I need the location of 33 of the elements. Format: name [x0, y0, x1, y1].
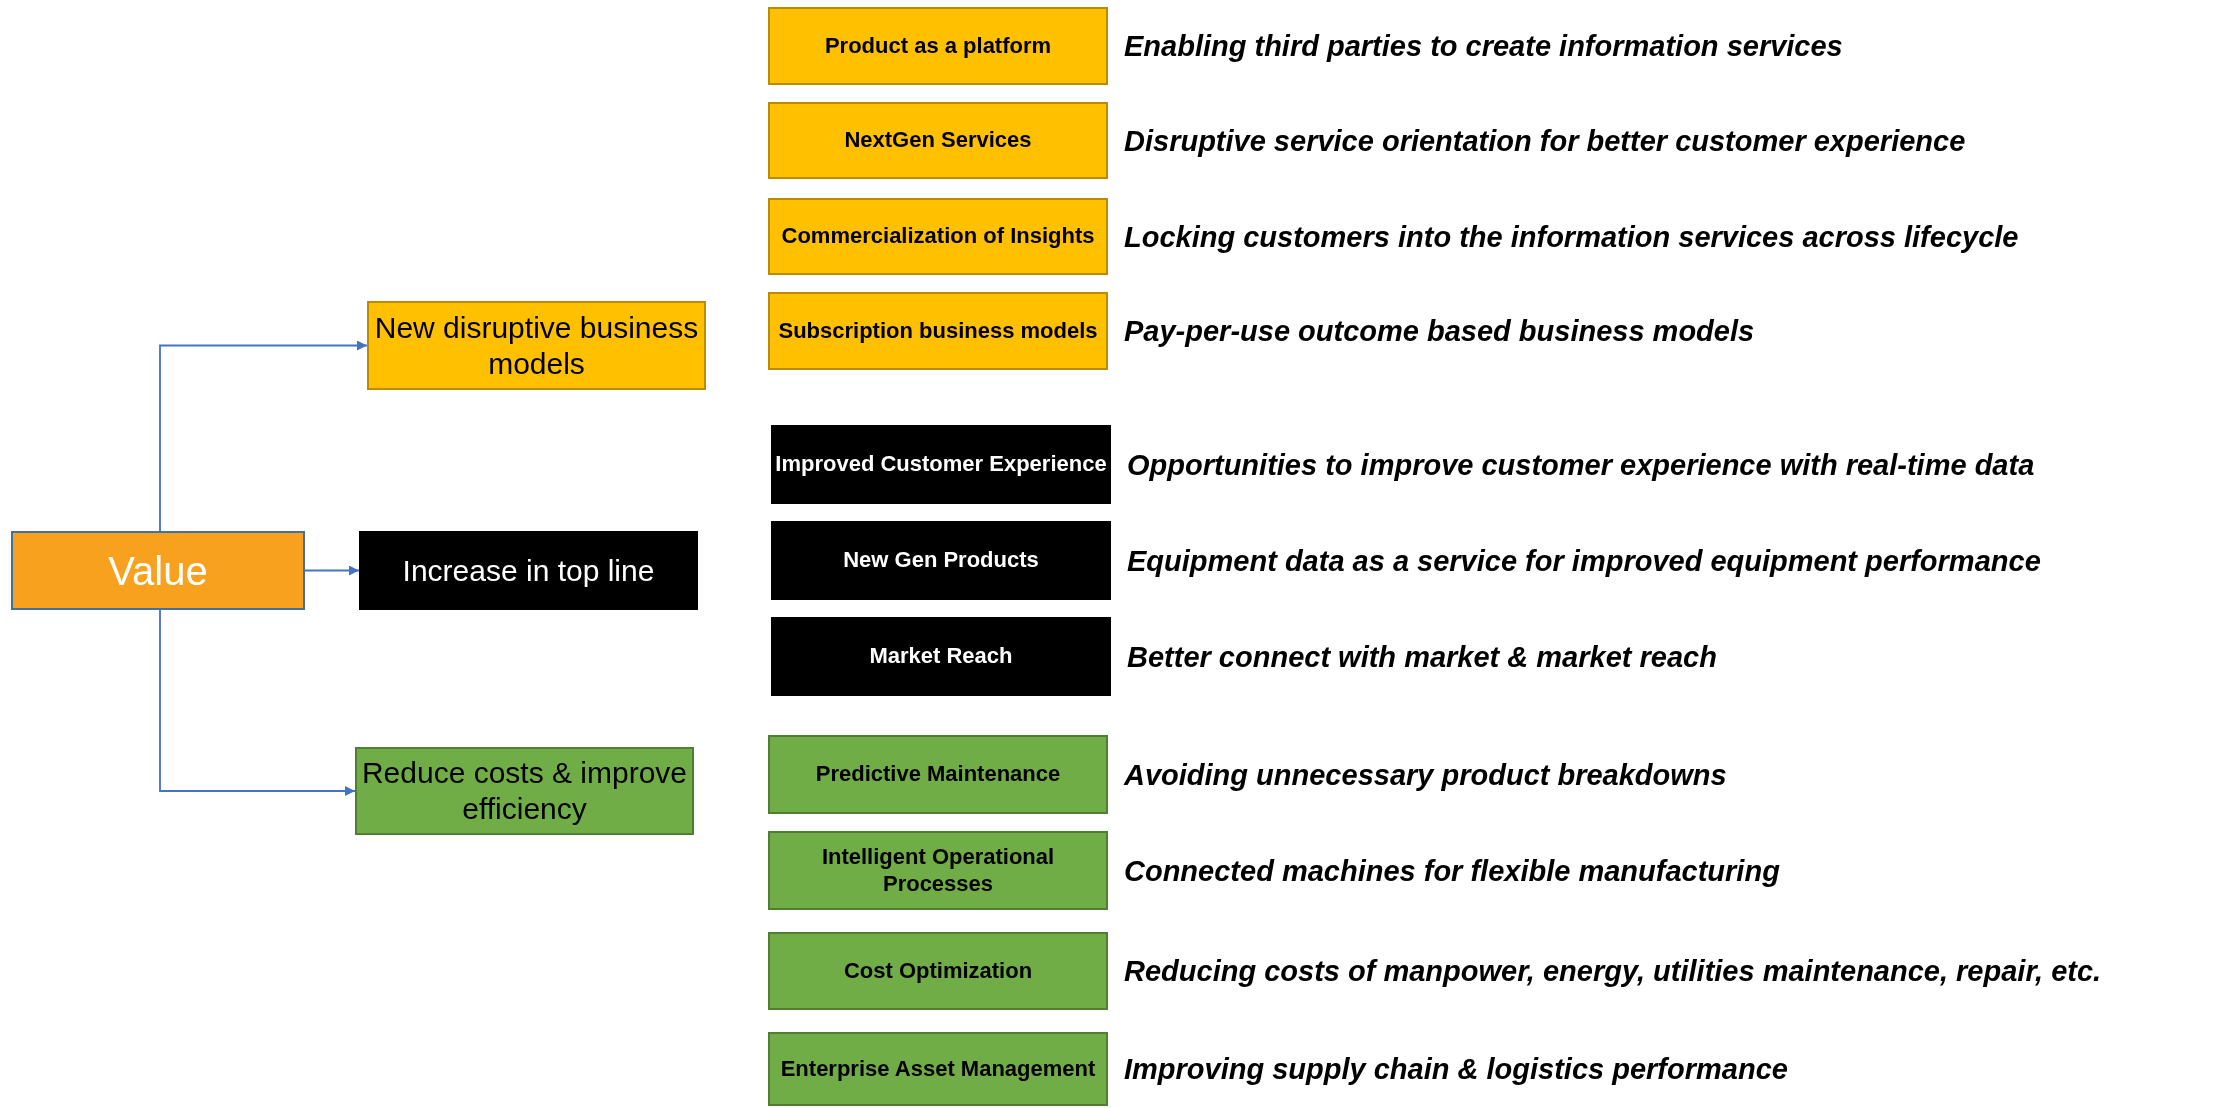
box-label: New Gen Products [843, 547, 1039, 574]
description-text: Equipment data as a service for improved equipment performance [1127, 544, 2041, 577]
description-text: Pay-per-use outcome based business models [1124, 314, 1755, 348]
root-box [11, 531, 305, 610]
description-text: Opportunities to improve customer experience with real-time data [1127, 448, 2035, 481]
box-label: Increase in top line [402, 552, 655, 589]
box-label: Product as a platform [824, 32, 1052, 60]
box-label: Intelligent Operational Processes [820, 844, 1056, 897]
box-label: Subscription business models [778, 317, 1098, 345]
box-label: Value [108, 547, 208, 595]
description-text: Improving supply chain & logistics performance [1124, 1052, 1788, 1086]
description-text: Locking customers into the information services across lifecycle [1124, 220, 2019, 253]
description-text: Avoiding unnecessary product breakdowns [1124, 758, 1727, 791]
description-text: Disruptive service orientation for better customer experience [1124, 124, 1966, 157]
description-text: Better connect with market & market reach [1127, 640, 1717, 673]
description-text: Enabling third parties to create information services [1124, 29, 1843, 63]
box-label: Improved Customer Experience [775, 451, 1107, 478]
arrow [304, 565, 360, 576]
box-label: Enterprise Asset Management [780, 1055, 1096, 1083]
box-label: NextGen Services [844, 127, 1032, 154]
arrow [159, 609, 356, 796]
description-text: Reducing costs of manpower, energy, utilities maintenance, repair, etc. [1124, 954, 2102, 988]
box-label: Cost Optimization [843, 957, 1033, 985]
box-label: Commercialization of Insights [781, 223, 1095, 250]
description-text: Connected machines for flexible manufacturing [1124, 854, 1780, 887]
box-label: Reduce costs & improve efficiency [360, 755, 689, 827]
category-box [355, 747, 694, 835]
box-label: Predictive Maintenance [815, 761, 1061, 788]
arrow [159, 340, 368, 532]
box-label: Market Reach [869, 643, 1013, 670]
box-label: New disruptive business models [373, 309, 700, 382]
category-box [359, 531, 698, 610]
category-box [367, 301, 706, 390]
